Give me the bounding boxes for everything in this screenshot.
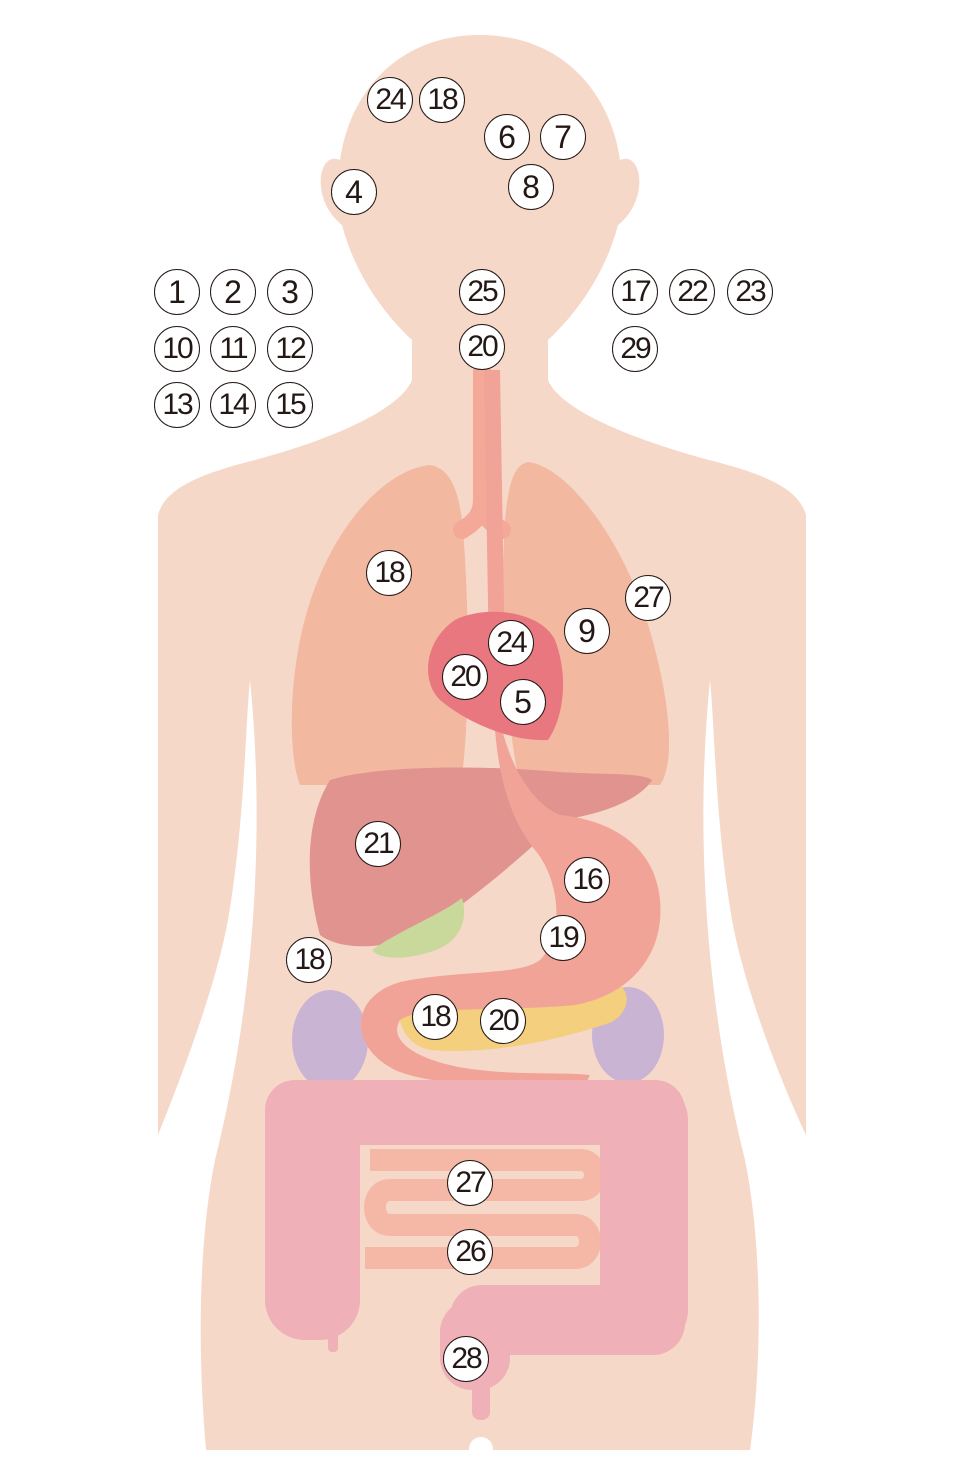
- number-marker-18: 18: [366, 550, 412, 596]
- number-marker-10: 10: [154, 326, 200, 372]
- number-marker-17: 17: [612, 269, 658, 315]
- number-marker-20: 20: [442, 654, 488, 700]
- number-marker-27: 27: [625, 575, 671, 621]
- number-marker-3: 3: [267, 269, 313, 315]
- number-marker-20: 20: [480, 998, 526, 1044]
- number-marker-27: 27: [447, 1160, 493, 1206]
- number-marker-8: 8: [508, 164, 554, 210]
- number-marker-29: 29: [612, 326, 658, 372]
- number-marker-6: 6: [484, 114, 530, 160]
- small-intestine: [364, 1149, 606, 1269]
- number-marker-28: 28: [443, 1336, 489, 1382]
- number-marker-9: 9: [564, 608, 610, 654]
- number-marker-24: 24: [488, 620, 534, 666]
- number-marker-26: 26: [447, 1229, 493, 1275]
- number-marker-14: 14: [210, 382, 256, 428]
- number-marker-21: 21: [355, 821, 401, 867]
- number-marker-5: 5: [500, 679, 546, 725]
- liver: [309, 767, 652, 947]
- lung-right: [291, 465, 468, 785]
- number-marker-22: 22: [669, 269, 715, 315]
- number-marker-23: 23: [727, 269, 773, 315]
- number-marker-15: 15: [267, 382, 313, 428]
- number-marker-13: 13: [154, 382, 200, 428]
- number-marker-2: 2: [210, 269, 256, 315]
- number-marker-19: 19: [540, 915, 586, 961]
- number-marker-18: 18: [286, 937, 332, 983]
- number-marker-1: 1: [154, 269, 200, 315]
- kidney-right-side: [292, 990, 368, 1090]
- number-marker-20: 20: [459, 324, 505, 370]
- number-marker-18: 18: [419, 77, 465, 123]
- gallbladder: [372, 898, 465, 958]
- number-marker-11: 11: [210, 326, 256, 372]
- number-marker-18: 18: [412, 994, 458, 1040]
- number-marker-16: 16: [564, 857, 610, 903]
- number-marker-24: 24: [367, 77, 413, 123]
- number-marker-25: 25: [459, 269, 505, 315]
- number-marker-7: 7: [540, 114, 586, 160]
- number-marker-4: 4: [331, 169, 377, 215]
- number-marker-12: 12: [267, 326, 313, 372]
